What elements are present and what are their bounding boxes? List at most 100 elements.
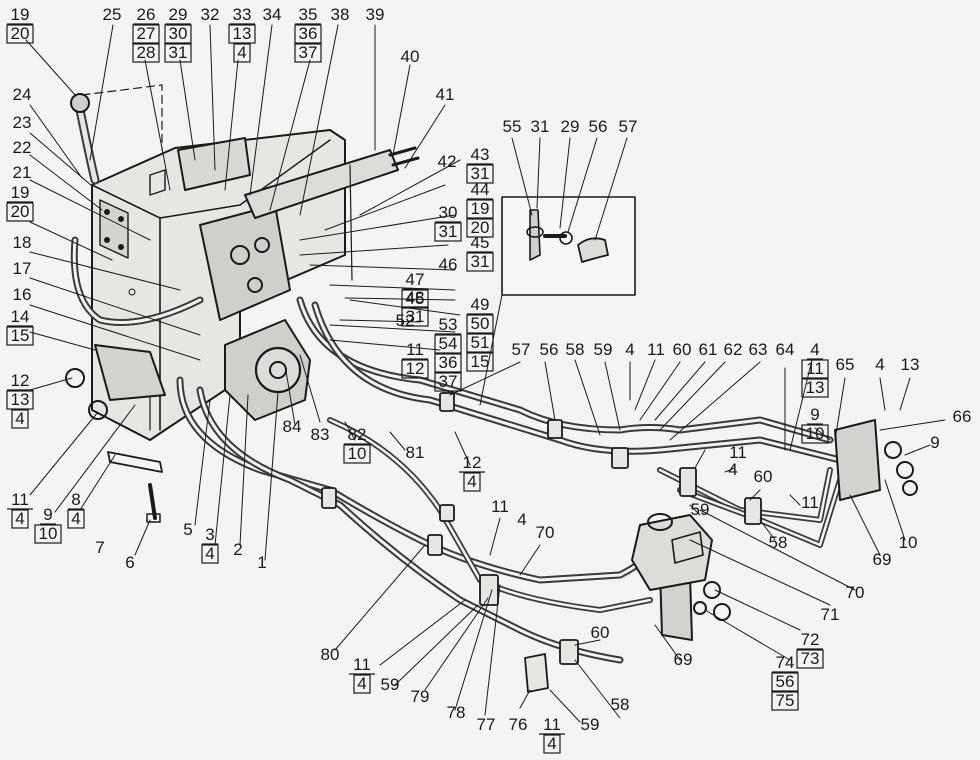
callout-box	[434, 222, 462, 242]
callout-c42: 42	[438, 152, 457, 171]
callout-number-boxed: 13	[233, 24, 252, 43]
callout-number: 49	[471, 295, 490, 314]
pipe-clamps	[321, 392, 762, 665]
callout-number: 76	[509, 715, 528, 734]
callout-c24: 24	[13, 85, 32, 104]
callout-c77: 77	[477, 715, 496, 734]
callout-box	[294, 24, 322, 44]
callout-c60c: 60	[673, 340, 692, 359]
callout-number-boxed: 31	[169, 43, 188, 62]
callout-number-boxed: 20	[11, 202, 30, 221]
callout-number: 3	[205, 525, 214, 544]
callout-c55: 55	[503, 117, 522, 136]
callout-box	[801, 378, 829, 398]
callout-box	[771, 672, 799, 692]
leader-lines	[25, 24, 946, 723]
callout-number-boxed: 45	[406, 289, 425, 308]
callout-box	[466, 252, 494, 272]
callout-c25: 25	[103, 5, 122, 24]
callout-number: 69	[873, 550, 892, 569]
callout-box	[463, 472, 481, 492]
callout-number: 48	[406, 288, 425, 307]
callout-c66: 66	[953, 407, 972, 426]
callout-c57a: 57	[512, 340, 531, 359]
callout-c6: 6	[125, 553, 134, 572]
callout-number-boxed: 13	[11, 390, 30, 409]
callout-number: 59	[691, 500, 710, 519]
callout-c69b: 69	[873, 550, 892, 569]
callout-number: 7	[95, 538, 104, 557]
callout-box	[466, 164, 494, 184]
callout-number-boxed: 31	[439, 222, 458, 241]
callout-c12b: 124	[459, 453, 485, 492]
callout-box	[67, 509, 85, 529]
callout-number: 46	[439, 255, 458, 274]
filler-neck	[70, 84, 163, 185]
callout-number: 59	[381, 675, 400, 694]
callout-c39: 39	[366, 5, 385, 24]
callout-number: 69	[674, 650, 693, 669]
callout-number-boxed: 37	[439, 372, 458, 391]
callout-number: 10	[899, 533, 918, 552]
callout-c1: 1	[257, 553, 266, 572]
callout-number-boxed: 31	[471, 252, 490, 271]
callout-number: 11	[491, 497, 509, 516]
callout-number: 9	[930, 433, 939, 452]
callout-c70a: 70	[846, 583, 865, 602]
callout-c4c: 4	[875, 355, 884, 374]
callout-number: 34	[263, 5, 282, 24]
callout-number: 52	[396, 311, 415, 330]
callout-number: 55	[503, 117, 522, 136]
callout-box	[233, 43, 251, 63]
callout-c8: 84	[67, 490, 85, 529]
callout-number-boxed: 4	[547, 734, 556, 753]
callout-number: 65	[836, 355, 855, 374]
callout-c11a: 114	[7, 490, 33, 529]
callout-c79: 79	[411, 687, 430, 706]
callout-box	[6, 326, 34, 346]
callout-box	[434, 372, 462, 392]
callout-number: 43	[471, 145, 490, 164]
callout-c18: 18	[13, 233, 32, 252]
pump	[224, 319, 311, 421]
callout-number: 83	[311, 425, 330, 444]
callout-number: 12	[463, 453, 482, 472]
callout-box	[201, 544, 219, 564]
callout-number: 57	[512, 340, 531, 359]
control-valve	[631, 513, 713, 591]
callout-number: 9	[810, 405, 819, 424]
callout-c31i: 31	[531, 117, 550, 136]
callout-number: 24	[13, 85, 32, 104]
callout-c22: 22	[13, 138, 32, 157]
callout-c58c: 58	[566, 340, 585, 359]
hydraulic-cylinder	[244, 146, 420, 281]
callout-c4b: 4	[728, 460, 737, 479]
callout-number: 18	[13, 233, 32, 252]
callout-box	[164, 24, 192, 44]
callout-c59c: 59	[691, 500, 710, 519]
callout-c4a: 4	[517, 510, 526, 529]
callout-box	[401, 359, 429, 379]
callout-number-boxed: 10	[39, 524, 58, 543]
callout-number: 21	[13, 163, 32, 182]
callout-number: 58	[611, 695, 630, 714]
callout-number: 4	[728, 460, 737, 479]
callout-c57i: 57	[619, 117, 638, 136]
callout-number-boxed: 27	[137, 24, 156, 43]
callout-c58b: 58	[769, 533, 788, 552]
callout-number: 60	[591, 623, 610, 642]
callout-number: 25	[103, 5, 122, 24]
assembly-drawing	[25, 24, 946, 723]
callout-number: 19	[11, 5, 30, 24]
callout-number: 30	[439, 203, 458, 222]
callout-number-boxed: 75	[776, 691, 795, 710]
callout-box	[132, 24, 160, 44]
